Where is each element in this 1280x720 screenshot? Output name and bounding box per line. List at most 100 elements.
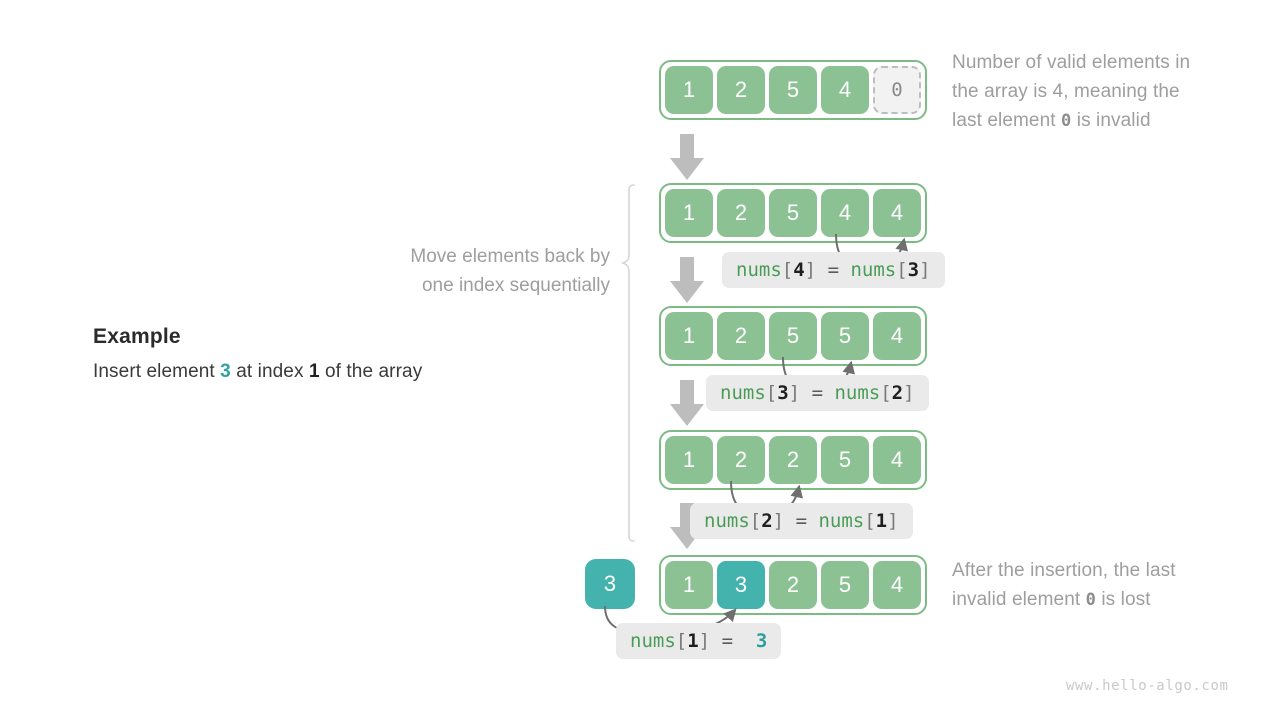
array-cell[interactable]: 1	[665, 189, 713, 237]
array-cell[interactable]: 4	[873, 189, 921, 237]
array-cell[interactable]: 2	[717, 312, 765, 360]
array-cell[interactable]: 5	[769, 66, 817, 114]
array-container: 1 2 2 5 4	[659, 430, 927, 490]
code-identifier: nums	[818, 510, 865, 532]
array-cell[interactable]: 5	[821, 436, 869, 484]
array-cell[interactable]: 5	[769, 312, 817, 360]
array-cell[interactable]: 5	[821, 561, 869, 609]
code-operator: =	[784, 510, 819, 532]
code-identifier: nums	[850, 259, 897, 281]
annotation-text: is lost	[1095, 589, 1151, 610]
code-badge: nums[1] = 3	[616, 623, 782, 659]
annotation-zero-token: 0	[1085, 590, 1096, 610]
array-cell[interactable]: 4	[873, 312, 921, 360]
code-identifier: nums	[736, 259, 782, 281]
annotation-valid-elements: Number of valid elements in the array is…	[952, 48, 1272, 136]
annotation-line: last element 0 is invalid	[952, 106, 1272, 136]
array-cell[interactable]: 1	[665, 561, 713, 609]
array-cell[interactable]: 4	[821, 66, 869, 114]
code-bracket-open: [	[749, 510, 762, 532]
array-cell[interactable]: 2	[769, 561, 817, 609]
code-label-3-2: nums[3] = nums[2]	[706, 375, 929, 411]
example-block: Example Insert element 3 at index 1 of t…	[93, 325, 553, 383]
array-cell[interactable]: 2	[717, 436, 765, 484]
code-bracket-open: [	[781, 259, 794, 281]
down-arrow-2	[670, 257, 704, 303]
array-row-final: 1 3 2 5 4	[659, 555, 927, 615]
array-cell-invalid[interactable]: 0	[873, 66, 921, 114]
annotation-line: the array is 4, meaning the	[952, 81, 1180, 102]
code-bracket-close: ]	[887, 510, 899, 532]
array-cell[interactable]: 4	[873, 436, 921, 484]
curly-brace	[620, 183, 640, 543]
array-cell[interactable]: 1	[665, 436, 713, 484]
code-literal: 3	[755, 630, 768, 652]
brace-annotation: Move elements back by one index sequenti…	[330, 242, 610, 300]
array-cell[interactable]: 4	[873, 561, 921, 609]
array-row-shift-3: 1 2 5 5 4	[659, 306, 927, 366]
code-operator: =	[816, 259, 851, 281]
insert-value-box[interactable]: 3	[585, 559, 635, 609]
code-bracket-close: ]	[772, 510, 785, 532]
annotation-text: is invalid	[1071, 110, 1151, 131]
annotation-text: invalid element	[952, 589, 1086, 610]
insert-value-cell[interactable]: 3	[585, 559, 635, 609]
example-desc-pre: Insert element	[93, 361, 221, 382]
array-cell[interactable]: 2	[769, 436, 817, 484]
code-index: 1	[687, 630, 699, 652]
array-container: 1 2 5 5 4	[659, 306, 927, 366]
down-arrow-3	[670, 380, 704, 426]
code-index: 2	[761, 510, 773, 532]
code-identifier: nums	[834, 382, 881, 404]
annotation-line: invalid element 0 is lost	[952, 585, 1272, 615]
array-cell[interactable]: 2	[717, 189, 765, 237]
code-bracket-close: ]	[698, 630, 711, 652]
example-desc-post: of the array	[319, 361, 423, 382]
example-desc-mid: at index	[230, 361, 309, 382]
code-bracket-close: ]	[919, 259, 931, 281]
array-cell[interactable]: 5	[821, 312, 869, 360]
array-row-shift-4: 1 2 5 4 4	[659, 183, 927, 243]
code-operator: =	[800, 382, 835, 404]
down-arrow-1	[670, 134, 704, 180]
annotation-after-insertion: After the insertion, the last invalid el…	[952, 556, 1272, 615]
array-cell-inserted[interactable]: 3	[717, 561, 765, 609]
annotation-line: Number of valid elements in	[952, 52, 1191, 73]
annotation-line: After the insertion, the last	[952, 560, 1176, 581]
example-insert-value: 3	[220, 361, 231, 382]
array-container: 1 2 5 4 4	[659, 183, 927, 243]
code-bracket-open: [	[864, 510, 876, 532]
example-title: Example	[93, 325, 181, 348]
code-index: 3	[907, 259, 920, 281]
code-index: 1	[875, 510, 888, 532]
annotation-text: last element	[952, 110, 1062, 131]
array-cell[interactable]: 5	[769, 189, 817, 237]
code-bracket-close: ]	[788, 382, 801, 404]
array-row-initial: 1 2 5 4 0	[659, 60, 927, 120]
example-description: Insert element 3 at index 1 of the array	[93, 361, 553, 383]
code-identifier: nums	[630, 630, 676, 652]
code-label-2-1: nums[2] = nums[1]	[690, 503, 913, 539]
code-index: 4	[793, 259, 805, 281]
array-cell[interactable]: 2	[717, 66, 765, 114]
code-badge: nums[3] = nums[2]	[706, 375, 929, 411]
array-cell[interactable]: 1	[665, 312, 713, 360]
code-index: 2	[891, 382, 904, 404]
code-badge: nums[4] = nums[3]	[722, 252, 945, 288]
code-identifier: nums	[720, 382, 766, 404]
brace-annotation-line2: one index sequentially	[421, 275, 610, 296]
code-label-1-literal: nums[1] = 3	[616, 623, 782, 659]
code-bracket-close: ]	[804, 259, 817, 281]
array-cell[interactable]: 4	[821, 189, 869, 237]
code-bracket-close: ]	[903, 382, 915, 404]
code-index: 3	[777, 382, 789, 404]
brace-annotation-line1: Move elements back by	[410, 246, 610, 267]
code-bracket-open: [	[896, 259, 908, 281]
code-identifier: nums	[704, 510, 750, 532]
annotation-zero-token: 0	[1061, 111, 1072, 131]
array-cell[interactable]: 1	[665, 66, 713, 114]
code-bracket-open: [	[880, 382, 892, 404]
code-label-4-3: nums[4] = nums[3]	[722, 252, 945, 288]
watermark: www.hello-algo.com	[1066, 678, 1229, 694]
code-bracket-open: [	[765, 382, 778, 404]
